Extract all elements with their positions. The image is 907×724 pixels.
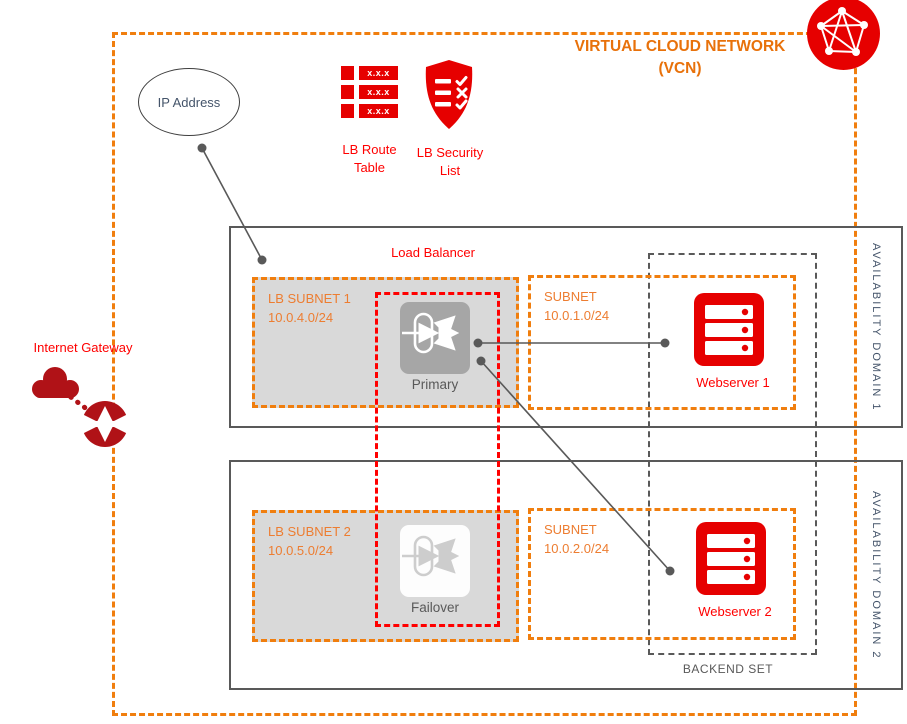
vcn-title-line2: (VCN) <box>658 60 702 77</box>
lb-route-table-label: LB Route Table <box>342 142 397 175</box>
webserver-2-label: Webserver 2 <box>698 604 772 619</box>
vcn-title: VIRTUAL CLOUD NETWORK (VCN) <box>540 36 820 80</box>
subnet-1-cidr: 10.0.1.0/24 <box>544 308 610 323</box>
ip-address-label: IP Address <box>157 94 221 110</box>
internet-gateway-label: Internet Gateway <box>33 340 133 355</box>
internet-gateway-icon <box>81 401 129 447</box>
load-balancer-failover-icon <box>400 525 470 597</box>
load-balancer-title: Load Balancer <box>391 245 475 260</box>
route-table-square <box>341 104 354 118</box>
subnet-1-name: SUBNET <box>544 289 597 304</box>
vcn-network-icon <box>807 0 880 70</box>
webserver-2-icon <box>696 522 766 595</box>
route-table-row: x.x.x <box>341 104 398 118</box>
lb-subnet-2-cidr: 10.0.5.0/24 <box>268 543 334 558</box>
lb-route-table-icon: x.x.x x.x.x x.x.x <box>341 66 398 118</box>
availability-domain-2-label: AVAILABILITY DOMAIN 2 <box>870 490 882 660</box>
vcn-title-line1: VIRTUAL CLOUD NETWORK <box>574 38 786 55</box>
cloud-icon <box>32 367 79 398</box>
lb-subnet-2-name: LB SUBNET 2 <box>268 524 351 539</box>
webserver-1-label: Webserver 1 <box>696 375 770 390</box>
load-balancer-primary-icon <box>400 302 470 374</box>
lb-subnet-1-cidr: 10.0.4.0/24 <box>268 310 334 325</box>
backend-set-label: BACKEND SET <box>682 662 774 676</box>
route-table-cell: x.x.x <box>359 66 398 80</box>
lb-security-list-icon <box>425 60 473 129</box>
availability-domain-1-label: AVAILABILITY DOMAIN 1 <box>870 242 882 412</box>
failover-label: Failover <box>410 600 459 615</box>
route-table-cell: x.x.x <box>359 104 398 118</box>
primary-label: Primary <box>411 377 459 392</box>
webserver-1-icon <box>694 293 764 366</box>
route-table-square <box>341 66 354 80</box>
route-table-row: x.x.x <box>341 85 398 99</box>
ip-address-shape: IP Address <box>138 68 240 136</box>
vcn-boundary <box>112 32 857 716</box>
lb-subnet-1-name: LB SUBNET 1 <box>268 291 351 306</box>
route-table-row: x.x.x <box>341 66 398 80</box>
route-table-square <box>341 85 354 99</box>
route-table-cell: x.x.x <box>359 85 398 99</box>
lb-subnet-2-box: LB SUBNET 2 10.0.5.0/24 <box>252 510 519 642</box>
lb-security-list-label: LB Security List <box>416 145 484 178</box>
